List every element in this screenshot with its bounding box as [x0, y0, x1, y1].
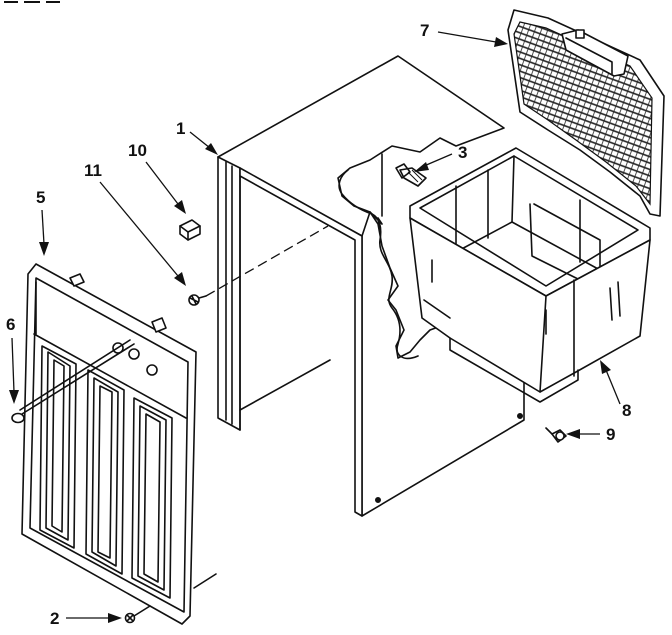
callout-6: 6 [6, 315, 19, 404]
cabinet-panel [217, 55, 531, 517]
callout-11: 11 [84, 161, 186, 286]
callout-label-6: 6 [6, 315, 15, 334]
grille-lid [507, 9, 665, 217]
callout-label-7: 7 [420, 21, 429, 40]
grommet-part-6 [11, 339, 135, 424]
callout-label-1: 1 [176, 119, 185, 138]
front-panel [21, 263, 217, 625]
callout-3: 3 [414, 143, 467, 172]
callout-7: 7 [420, 21, 508, 47]
callout-label-2: 2 [50, 609, 59, 628]
callout-2: 2 [50, 609, 122, 628]
callout-10: 10 [128, 141, 186, 214]
screw-part-9 [545, 427, 567, 443]
clip-part-10 [179, 219, 201, 241]
screw-part-11 [188, 225, 329, 306]
callout-1: 1 [176, 119, 218, 155]
callout-label-10: 10 [128, 141, 147, 160]
callout-9: 9 [566, 425, 615, 444]
screw-part-3 [395, 163, 427, 187]
callout-label-9: 9 [606, 425, 615, 444]
callout-5: 5 [36, 188, 49, 256]
tub [409, 147, 651, 403]
callout-label-8: 8 [622, 401, 631, 420]
screw-part-2 [124, 605, 151, 624]
callout-label-5: 5 [36, 188, 45, 207]
callout-label-11: 11 [84, 161, 102, 180]
callout-8: 8 [600, 360, 631, 420]
callout-label-3: 3 [458, 143, 467, 162]
